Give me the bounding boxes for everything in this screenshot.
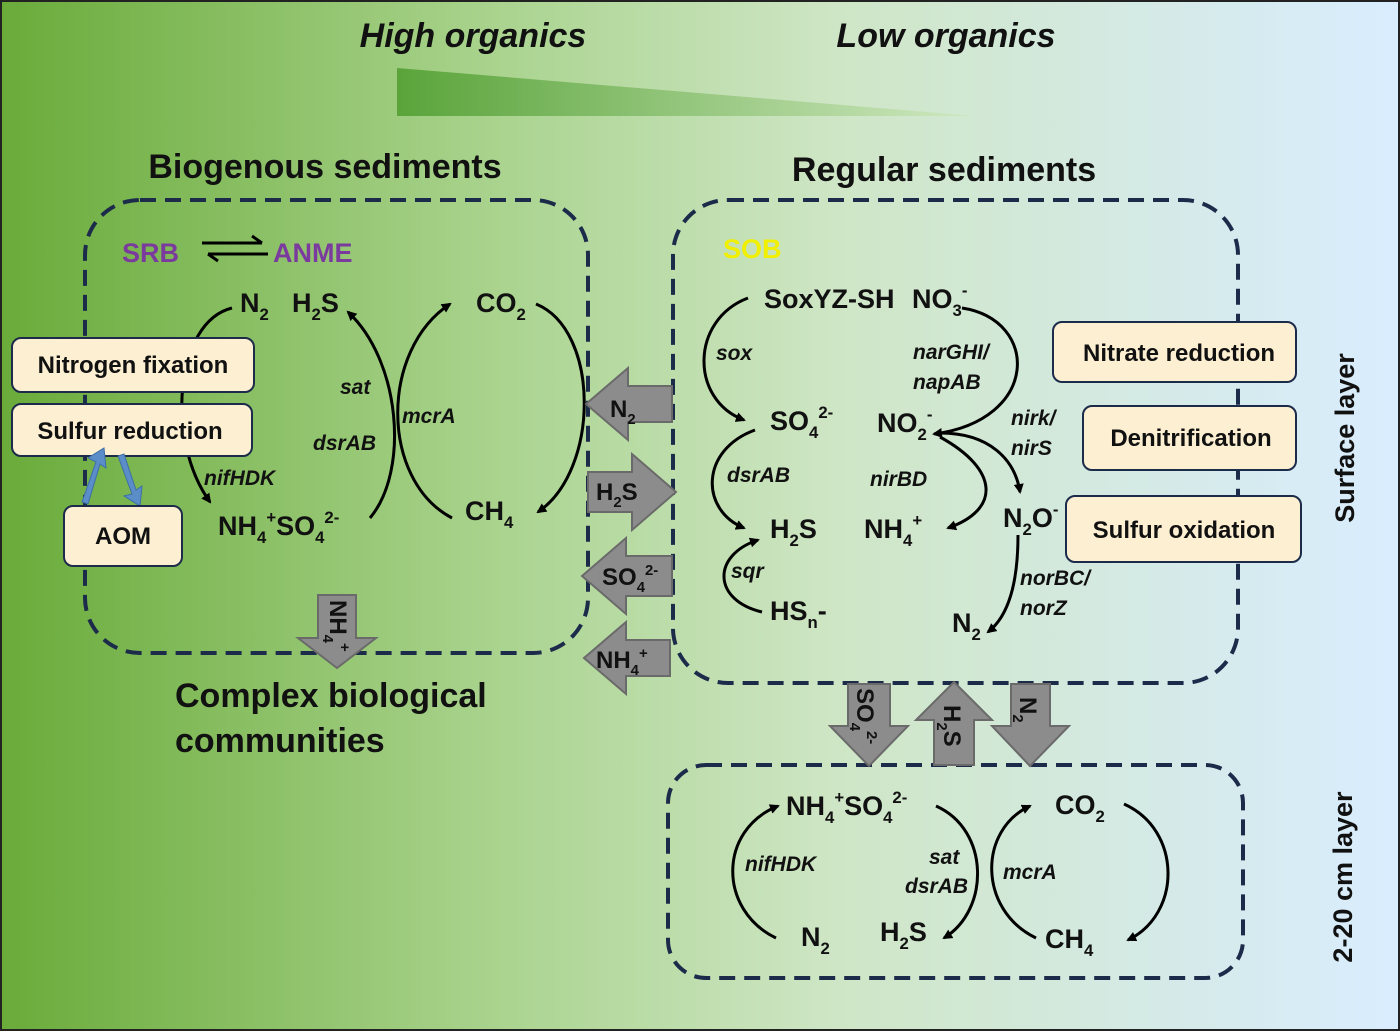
svg-text:Sulfur reduction: Sulfur reduction bbox=[37, 418, 222, 445]
high-organics-label: High organics bbox=[360, 17, 587, 55]
low-organics-label: Low organics bbox=[836, 17, 1055, 55]
deep-h2s: H2S bbox=[880, 917, 927, 953]
srb-anme-exchange-icon bbox=[202, 234, 268, 263]
deep-nh4-so4: NH4+SO42- bbox=[786, 788, 907, 827]
reg-dsrab-arrow bbox=[710, 428, 756, 530]
exchange-so4-arrow: SO42- bbox=[580, 535, 673, 617]
reg-no3: NO3- bbox=[912, 281, 967, 320]
box-sulfur-reduction: Sulfur reduction bbox=[11, 403, 253, 457]
deep-methanogenesis-arrow bbox=[990, 804, 1037, 940]
deep-gene-nifhdk: nifHDK bbox=[745, 853, 818, 876]
deep-gene-dsrab: dsrAB bbox=[905, 875, 968, 898]
anme-label: ANME bbox=[273, 238, 353, 268]
reg-gene-dsrab: dsrAB bbox=[727, 464, 790, 487]
svg-text:H2S: H2S bbox=[596, 479, 638, 511]
svg-text:N2: N2 bbox=[1009, 697, 1041, 723]
reg-nitrate-reduction-arrow bbox=[932, 306, 1019, 438]
deep-layer-box bbox=[666, 763, 1245, 980]
reg-nor-arrow bbox=[986, 534, 1020, 634]
box-sulfur-oxidation: Sulfur oxidation bbox=[1065, 495, 1302, 563]
box-aom: AOM bbox=[63, 505, 183, 567]
aom-exchange-arrows-icon bbox=[81, 447, 143, 507]
reg-hsn: HSn- bbox=[770, 596, 827, 632]
bio-gene-dsrab: dsrAB bbox=[313, 432, 376, 455]
reg-nir-arrow bbox=[939, 431, 1024, 494]
deep-layer-label: 2-20 cm layer bbox=[1328, 791, 1358, 963]
deep-co2: CO2 bbox=[1055, 790, 1105, 826]
deep-nitrogen-fixation-arrow bbox=[731, 804, 780, 940]
reg-gene-nirs: nirS bbox=[1011, 437, 1052, 460]
bio-ch4: CH4 bbox=[465, 496, 514, 532]
reg-gene-napab: napAB bbox=[913, 371, 981, 394]
deep-sulfate-reduction-arrow bbox=[935, 804, 979, 940]
bio-gene-mcra: mcrA bbox=[402, 405, 456, 428]
box-nitrate-reduction: Nitrate reduction bbox=[1052, 321, 1297, 383]
vertical-h2s-up-arrow: H2S bbox=[913, 680, 995, 766]
srb-label: SRB bbox=[122, 238, 179, 268]
reg-gene-nirk: nirk/ bbox=[1011, 407, 1058, 430]
deep-ch4: CH4 bbox=[1045, 924, 1094, 960]
deep-gene-mcra: mcrA bbox=[1003, 861, 1057, 884]
exchange-nh4-arrow: NH4+ bbox=[582, 619, 671, 697]
svg-text:AOM: AOM bbox=[95, 523, 151, 550]
surface-layer-label: Surface layer bbox=[1330, 353, 1360, 523]
box-denitrification: Denitrification bbox=[1082, 405, 1297, 471]
svg-text:Sulfur oxidation: Sulfur oxidation bbox=[1093, 517, 1276, 544]
reg-gene-norbc: norBC/ bbox=[1020, 567, 1092, 590]
reg-no2: NO2- bbox=[877, 405, 932, 444]
deep-methane-oxidation-arrow bbox=[1123, 802, 1170, 942]
nh4-down-flux-arrow: NH4+ bbox=[295, 594, 379, 670]
reg-gene-sqr: sqr bbox=[731, 560, 766, 583]
deep-n2: N2 bbox=[801, 922, 830, 958]
exchange-h2s-arrow: H2S bbox=[587, 451, 678, 533]
bio-n2: N2 bbox=[240, 288, 269, 324]
reg-gene-norz: norZ bbox=[1020, 597, 1068, 620]
svg-text:N2: N2 bbox=[610, 396, 636, 428]
reg-sox-arrow bbox=[702, 296, 749, 422]
svg-text:Nitrate reduction: Nitrate reduction bbox=[1083, 340, 1275, 367]
reg-sqr-arrow bbox=[722, 537, 763, 614]
bio-nh4-so4: NH4+SO42- bbox=[218, 508, 339, 547]
bio-methane-oxidation-arrow bbox=[535, 302, 586, 514]
reg-gene-sox: sox bbox=[716, 342, 754, 365]
box-nitrogen-fixation: Nitrogen fixation bbox=[11, 337, 255, 393]
svg-text:NH4+: NH4+ bbox=[319, 600, 352, 652]
bio-gene-nifhdk: nifHDK bbox=[204, 467, 277, 490]
reg-gene-nirbd: nirBD bbox=[870, 468, 927, 491]
reg-gene-narghi: narGHI/ bbox=[913, 341, 991, 364]
communities-line1: Complex biological bbox=[175, 677, 487, 715]
svg-text:NH4+: NH4+ bbox=[596, 646, 648, 679]
svg-text:SO42-: SO42- bbox=[602, 563, 658, 596]
exchange-n2-arrow: N2 bbox=[584, 365, 673, 443]
reg-n2o: N2O- bbox=[1003, 500, 1058, 539]
reg-nh4: NH4+ bbox=[864, 511, 922, 550]
vertical-so4-down-arrow: SO42- bbox=[827, 683, 911, 768]
bio-methanogenesis-arrow bbox=[396, 302, 453, 520]
svg-text:SO42-: SO42- bbox=[846, 688, 879, 744]
organics-gradient-wedge bbox=[397, 68, 975, 116]
bio-co2: CO2 bbox=[476, 288, 526, 324]
biogenous-sediments-title: Biogenous sediments bbox=[148, 148, 501, 186]
svg-text:Denitrification: Denitrification bbox=[1110, 425, 1271, 452]
svg-text:Nitrogen fixation: Nitrogen fixation bbox=[38, 352, 229, 379]
bio-sulfate-reduction-arrow bbox=[346, 310, 396, 519]
communities-line2: communities bbox=[175, 722, 385, 760]
sob-label: SOB bbox=[723, 234, 782, 264]
reg-soxyz-sh: SoxYZ-SH bbox=[764, 284, 895, 314]
deep-gene-sat: sat bbox=[929, 846, 960, 869]
regular-sediments-title: Regular sediments bbox=[792, 151, 1096, 189]
bio-gene-sat: sat bbox=[340, 376, 371, 399]
bio-h2s: H2S bbox=[292, 288, 339, 324]
reg-so4: SO42- bbox=[770, 403, 833, 442]
reg-nirbd-arrow bbox=[939, 435, 988, 531]
reg-n2: N2 bbox=[952, 608, 981, 644]
reg-h2s: H2S bbox=[770, 514, 817, 550]
svg-text:H2S: H2S bbox=[933, 705, 965, 747]
vertical-n2-down-arrow: N2 bbox=[989, 683, 1072, 768]
